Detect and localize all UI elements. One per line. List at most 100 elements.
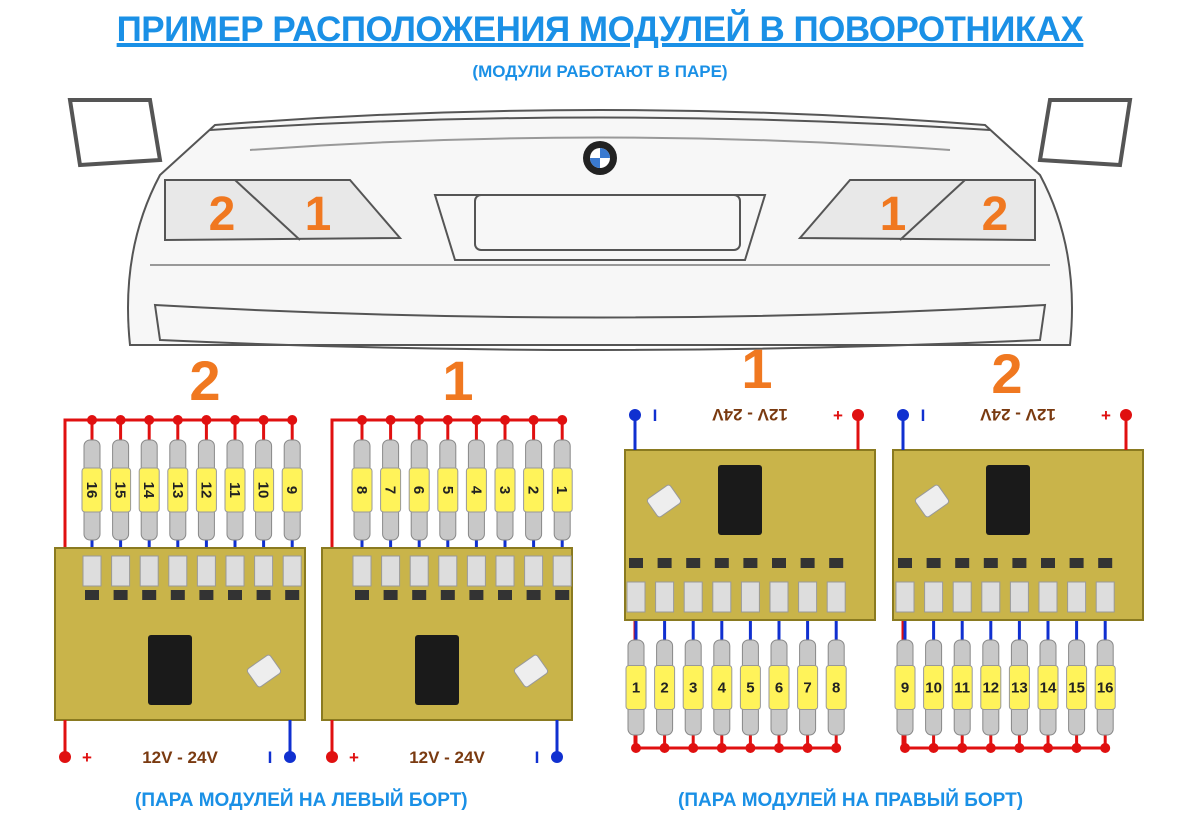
wire-junction (985, 743, 996, 753)
wire-junction (87, 415, 97, 425)
plus-sign: + (1101, 406, 1111, 425)
led-number: 9 (283, 486, 300, 494)
led-bulb: 7 (380, 439, 402, 541)
led-number: 7 (803, 680, 811, 697)
led-bulb: 4 (711, 639, 733, 736)
led-number: 16 (83, 482, 100, 499)
wire-junction (442, 415, 453, 425)
led-number: 15 (112, 482, 129, 499)
led-number: 13 (169, 482, 186, 499)
wire-junction (357, 415, 367, 425)
chip-icon (148, 635, 192, 705)
minus-terminal (284, 751, 296, 763)
led-number: 7 (382, 486, 399, 494)
led-bulb: 12 (195, 439, 217, 541)
plus-terminal (326, 751, 338, 763)
led-bulb: 15 (110, 439, 132, 541)
plus-sign: + (82, 748, 92, 767)
led-number: 11 (954, 680, 970, 697)
wire-junction (385, 415, 396, 425)
led-bulb: 1 (551, 439, 573, 541)
wire-junction (471, 415, 482, 425)
led-bulb: 14 (138, 439, 160, 541)
wire-junction (172, 415, 183, 425)
minus-sign: I (268, 748, 273, 767)
wire-junction (716, 743, 727, 753)
led-bulb: 11 (951, 639, 973, 736)
led-bulb: 13 (167, 439, 189, 541)
wire-junction (688, 743, 699, 753)
led-number: 16 (1097, 680, 1114, 697)
caption-right-side: (ПАРА МОДУЛЕЙ НА ПРАВЫЙ БОРТ) (678, 790, 1024, 811)
led-bulb: 4 (465, 439, 487, 541)
module-number-label: 2 (189, 349, 220, 412)
led-number: 8 (353, 486, 370, 494)
wire-junction (1014, 743, 1025, 753)
led-number: 9 (901, 680, 909, 697)
led-number: 10 (925, 680, 942, 697)
pcb-board (892, 449, 1144, 621)
led-bulb: 10 (253, 439, 275, 541)
chip-icon (718, 465, 762, 535)
led-bulb: 9 (281, 439, 303, 541)
module-number-label: 1 (442, 349, 473, 412)
page-subtitle: (МОДУЛИ РАБОТАЮТ В ПАРЕ) (472, 62, 728, 81)
led-number: 15 (1068, 680, 1085, 697)
wire-junction (900, 743, 910, 753)
chip-icon (415, 635, 459, 705)
pcb-board (624, 449, 876, 621)
plus-sign: + (833, 406, 843, 425)
button-icon (914, 484, 950, 518)
wire-junction (1071, 743, 1082, 753)
led-number: 6 (775, 680, 783, 697)
button-icon (513, 654, 549, 688)
wire-junction (831, 743, 842, 753)
pcb-board (54, 547, 306, 721)
led-bulb: 2 (523, 439, 545, 541)
led-bulb: 3 (494, 439, 516, 541)
wire-junction (230, 415, 240, 425)
led-number: 2 (660, 680, 668, 697)
pcb-board (321, 547, 573, 721)
led-bulb: 16 (1094, 639, 1116, 736)
wire-junction (1043, 743, 1053, 753)
wire-junction (144, 415, 155, 425)
led-number: 12 (982, 680, 999, 697)
led-number: 1 (553, 486, 570, 494)
led-bulb: 1 (625, 639, 647, 736)
led-bulb: 13 (1008, 639, 1030, 736)
led-bulb: 12 (980, 639, 1002, 736)
module-number-label: 1 (741, 337, 772, 400)
button-icon (246, 654, 282, 688)
led-number: 4 (467, 486, 484, 495)
minus-terminal (629, 409, 641, 421)
wire-junction (287, 415, 298, 425)
wire-junction (528, 415, 539, 425)
wire-junction (745, 743, 756, 753)
led-bulb: 11 (224, 439, 246, 541)
led-bulb: 7 (797, 639, 819, 736)
button-icon (646, 484, 682, 518)
led-number: 11 (226, 482, 243, 498)
wire-junction (659, 743, 670, 753)
plus-sign: + (349, 748, 359, 767)
led-number: 5 (439, 486, 456, 494)
led-bulb: 16 (81, 439, 103, 541)
car-rear-outline (67, 98, 1133, 351)
led-bulb: 5 (437, 439, 459, 541)
led-number: 12 (197, 482, 214, 499)
led-bulb: 5 (739, 639, 761, 736)
wire-junction (258, 415, 269, 425)
led-number: 3 (496, 486, 513, 494)
page-title: ПРИМЕР РАСПОЛОЖЕНИЯ МОДУЛЕЙ В ПОВОРОТНИК… (116, 10, 1084, 49)
led-number: 8 (832, 680, 840, 697)
wire-junction (201, 415, 212, 425)
module-number-label: 2 (991, 342, 1022, 405)
wire-junction (500, 415, 510, 425)
led-bulb: 8 (825, 639, 847, 736)
plus-terminal (59, 751, 71, 763)
bmw-logo-icon (583, 141, 617, 175)
